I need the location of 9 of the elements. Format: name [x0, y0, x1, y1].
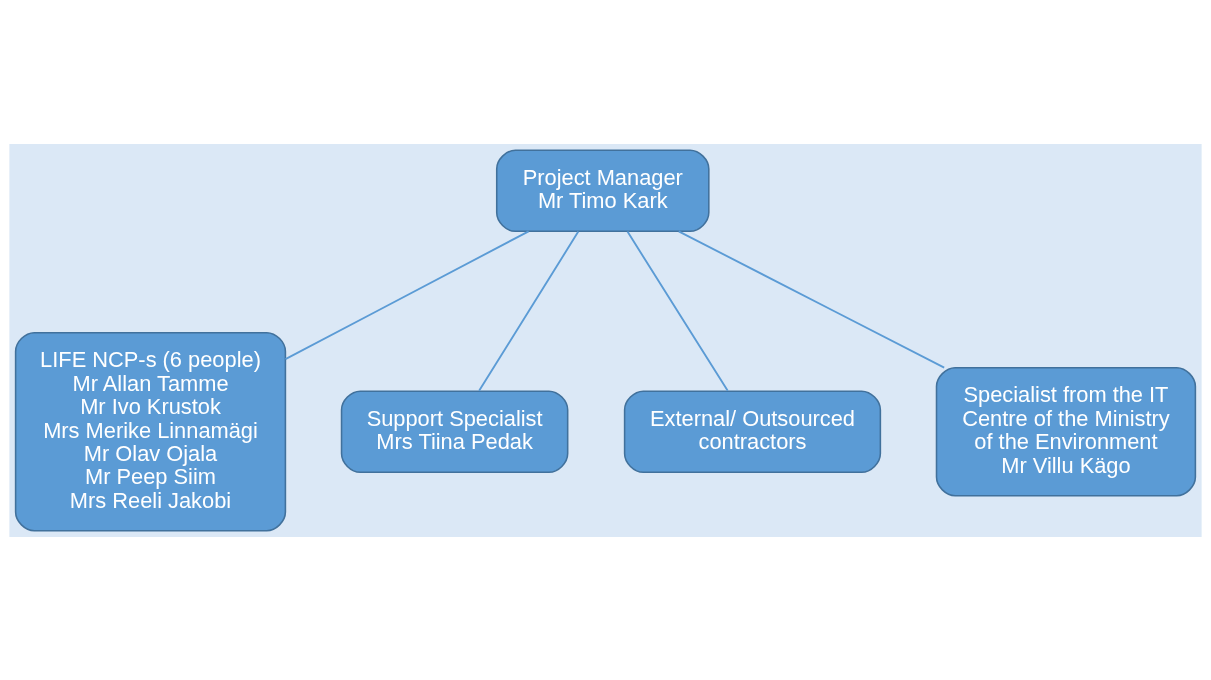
node-box: Specialist from the IT Centre of the Ministry of the Environment Mr Villu Kägo [935, 366, 1197, 496]
node-box: Project Manager Mr Timo Kark [495, 148, 710, 232]
connector [478, 230, 580, 392]
node-box: External/ Outsourced contractors [623, 389, 882, 473]
connector [677, 229, 946, 369]
node-box: Support Specialist Mrs Tiina Pedak [340, 389, 569, 473]
connector [284, 229, 530, 360]
connector [626, 230, 729, 392]
node-box: LIFE NCP-s (6 people) Mr Allan Tamme Mr Ivo Krustok Mrs Merike Linnamägi Mr Olav Ojala Mr Peep Siim Mrs Reeli Jakobi [14, 331, 287, 532]
